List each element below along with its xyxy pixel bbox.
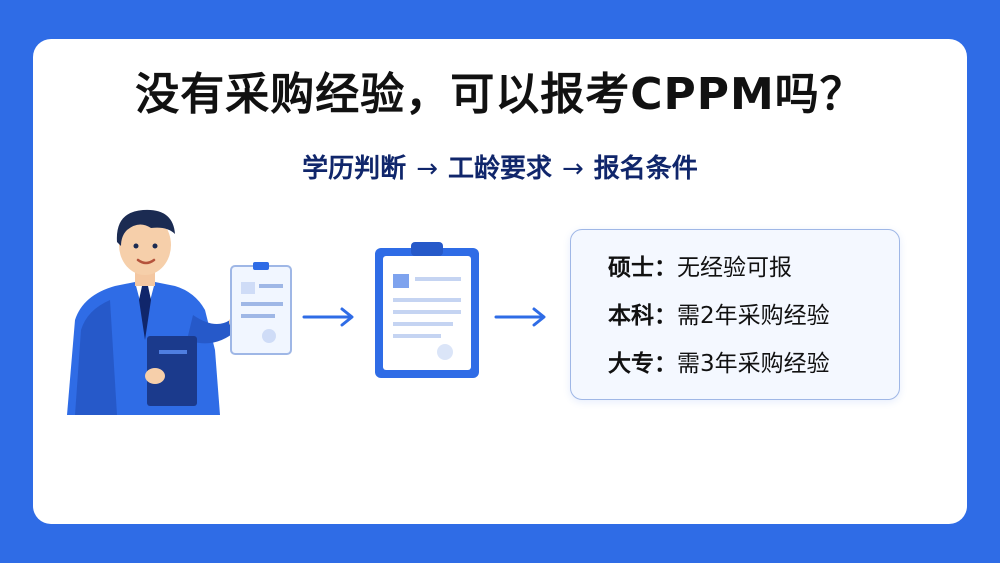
- flow-step-conditions: 报名条件: [593, 154, 698, 184]
- flow-arrow-2: →: [562, 154, 584, 184]
- clipboard-document-icon: [375, 242, 479, 378]
- condition-requirement: 需2年采购经验: [677, 303, 830, 329]
- flow-arrow-1: →: [416, 154, 438, 184]
- condition-degree: 大专：: [608, 351, 677, 377]
- condition-degree: 本科：: [608, 303, 677, 329]
- flow-step-education: 学历判断: [302, 154, 407, 184]
- condition-college: 大专：需3年采购经验: [608, 348, 830, 380]
- condition-degree: 硕士：: [608, 255, 677, 281]
- condition-master: 硕士：无经验可报: [608, 252, 792, 284]
- right-arrow-icon: [302, 307, 354, 327]
- conditions-panel: 硕士：无经验可报 本科：需2年采购经验 大专：需3年采购经验: [570, 229, 900, 400]
- businessman-illustration: [67, 209, 292, 415]
- right-arrow-icon: [494, 307, 546, 327]
- condition-requirement: 无经验可报: [677, 255, 792, 281]
- condition-requirement: 需3年采购经验: [677, 351, 830, 377]
- flow-step-work-years: 工龄要求: [447, 154, 552, 184]
- flow-subtitle: 学历判断 → 工龄要求 → 报名条件: [0, 150, 1000, 188]
- condition-bachelor: 本科：需2年采购经验: [608, 300, 830, 332]
- page-title: 没有采购经验，可以报考CPPM吗？: [135, 69, 865, 120]
